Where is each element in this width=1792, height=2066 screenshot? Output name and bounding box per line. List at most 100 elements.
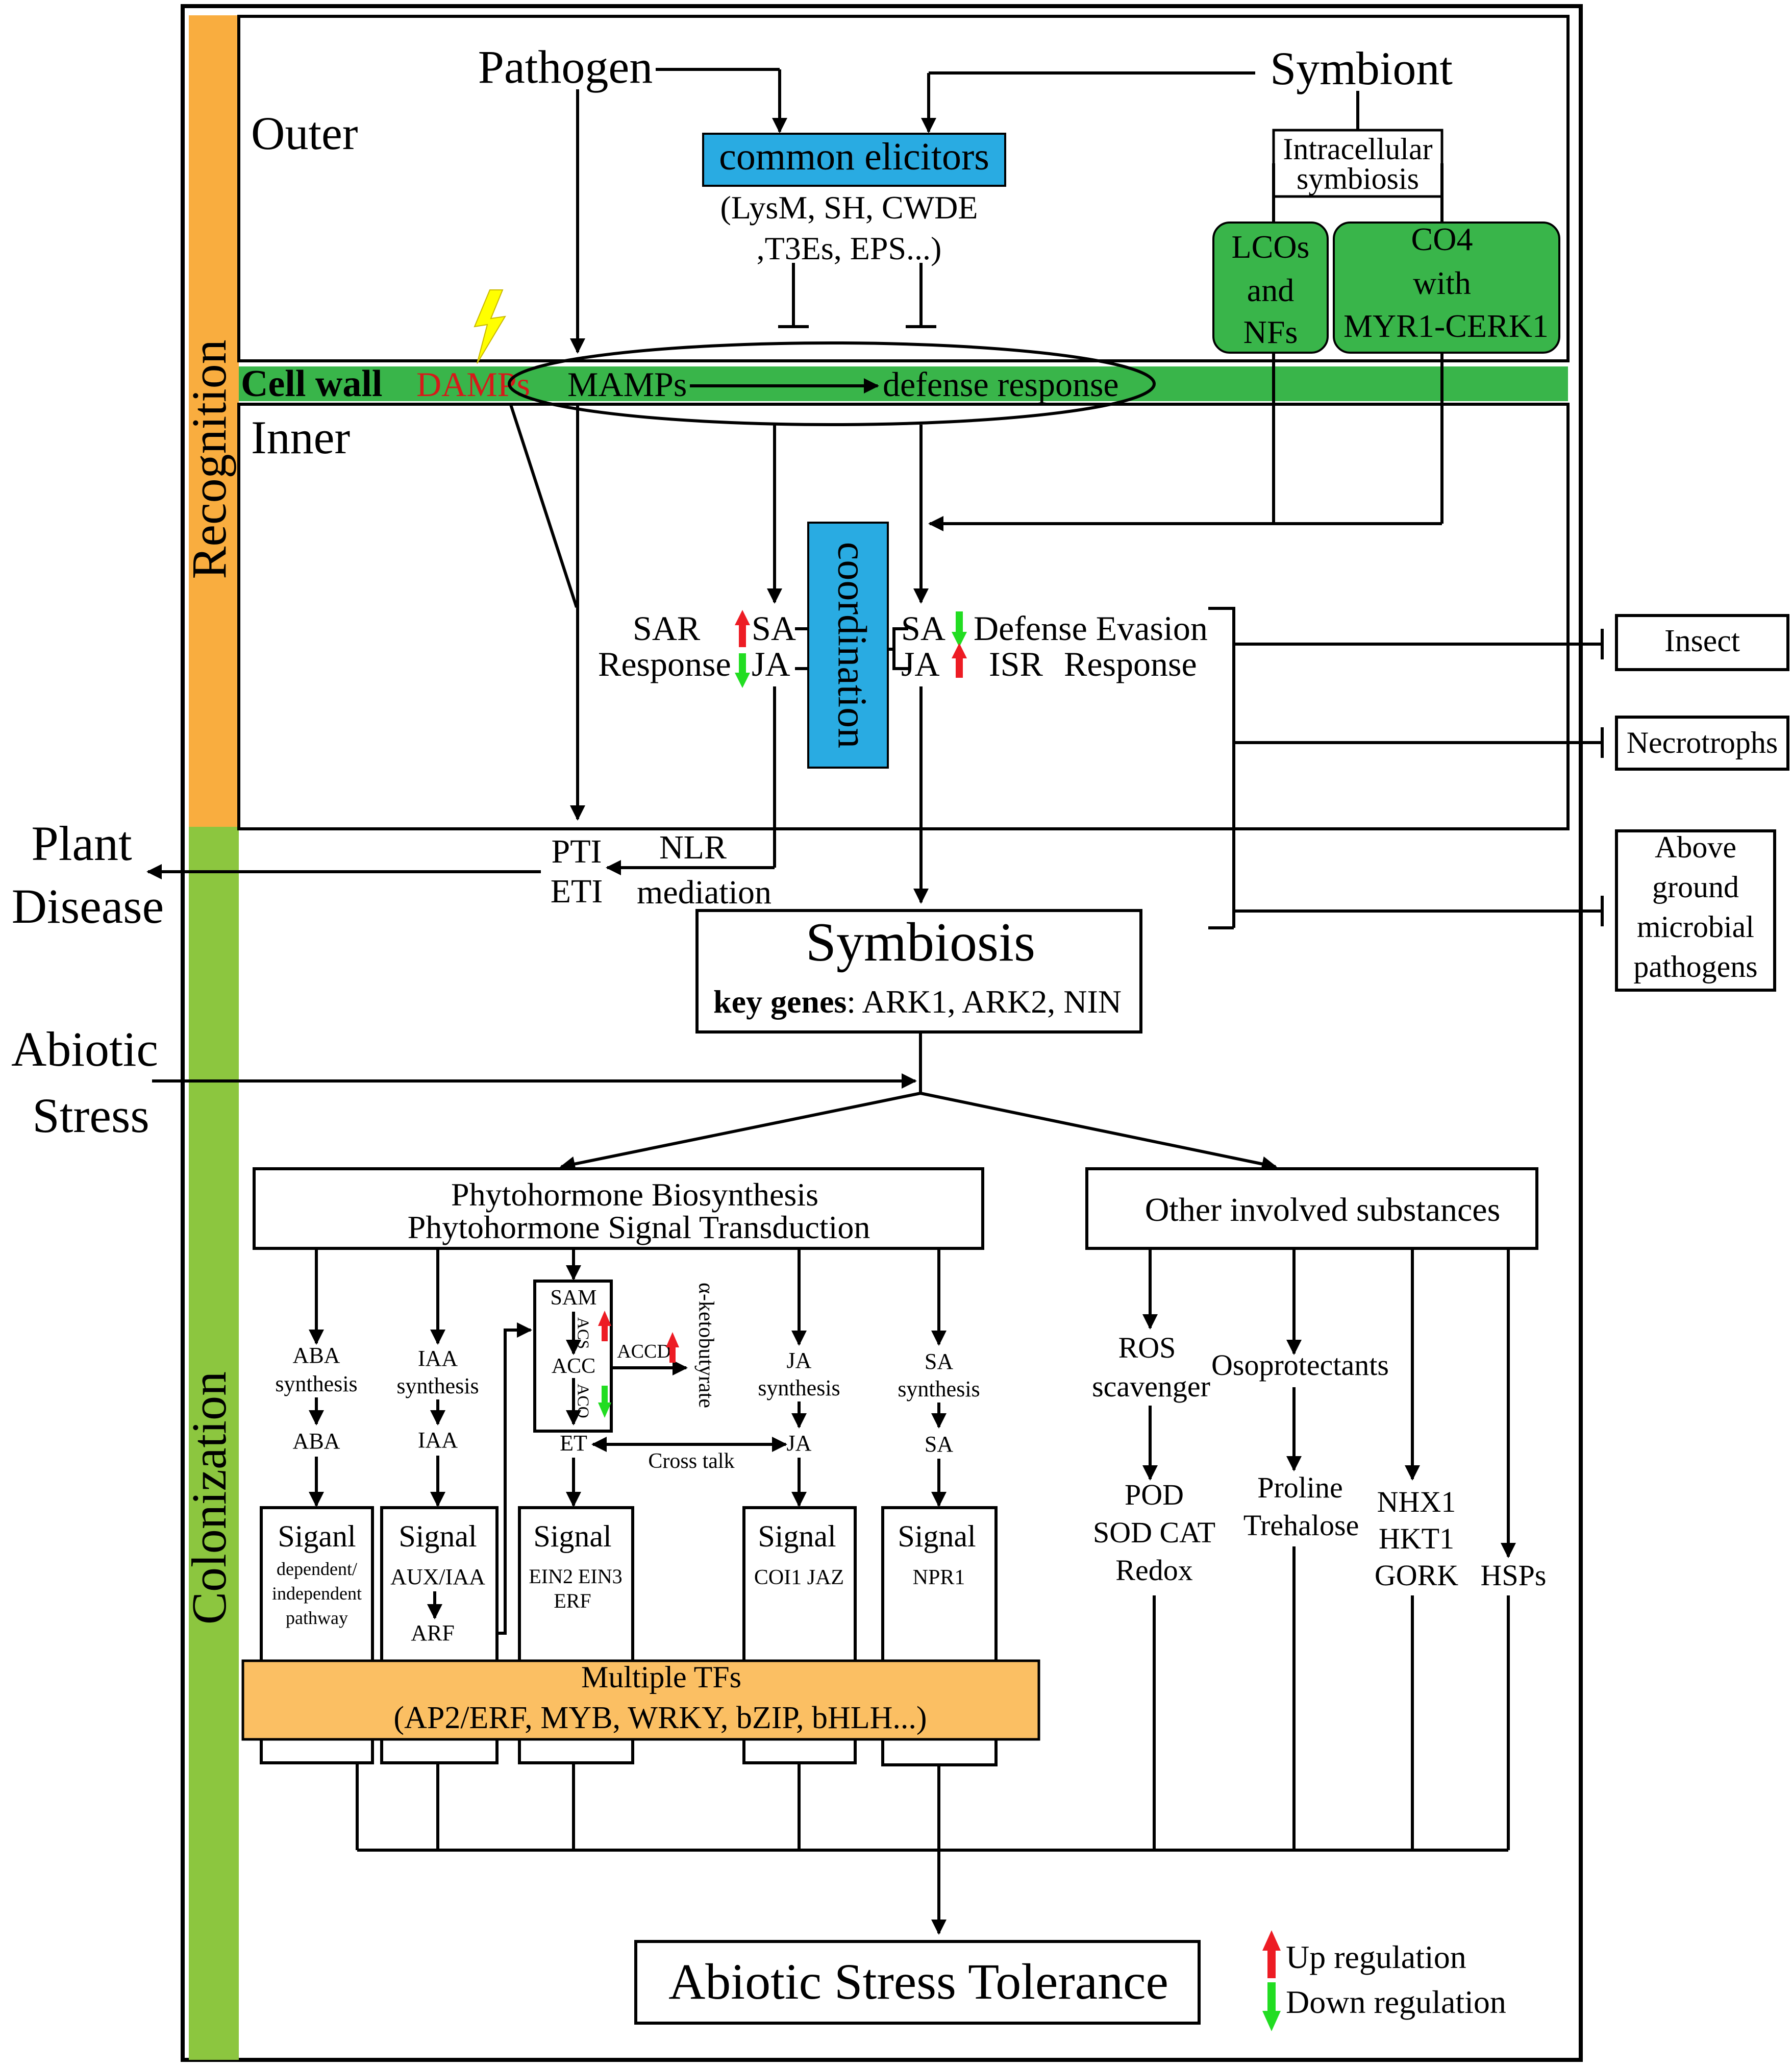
- accd-label: ACCD: [617, 1341, 671, 1362]
- up-arrow-icon: [666, 1332, 679, 1363]
- legend-down-label: Down regulation: [1286, 1984, 1506, 2020]
- insect-label: Insect: [1664, 624, 1740, 658]
- split-left: [560, 1092, 921, 1172]
- co4-label-2: with: [1413, 265, 1471, 301]
- defense-response-label: defense response: [883, 365, 1119, 404]
- signal-sa-1: NPR1: [913, 1566, 965, 1589]
- split-right: [920, 1092, 1277, 1172]
- isr-response-label: Response: [1064, 645, 1197, 683]
- tfs-line-1: Multiple TFs: [581, 1660, 741, 1694]
- down-arrow-icon: [598, 1386, 611, 1418]
- signal-aba-2: independent: [272, 1583, 362, 1604]
- inner-box: [237, 403, 1570, 830]
- legend-down-arrow-icon: [1262, 1982, 1281, 2031]
- ja-label: JA: [787, 1431, 812, 1456]
- hsps-label: HSPs: [1481, 1559, 1547, 1592]
- key-genes-list: : ARK1, ARK2, NIN: [847, 983, 1122, 1020]
- lcos-label-3: NFs: [1243, 314, 1298, 350]
- up-arrow-icon: [598, 1311, 611, 1341]
- above-ground-box: [1615, 829, 1776, 992]
- elicitor-list-1: (LysM, SH, CWDE: [720, 189, 978, 226]
- cross-talk-label: Cross talk: [648, 1449, 734, 1473]
- aba-synthesis-2: synthesis: [275, 1371, 357, 1396]
- et-label: ET: [560, 1431, 587, 1456]
- other-substances-box: [1085, 1167, 1538, 1250]
- symbiont-label: Symbiont: [1270, 42, 1453, 94]
- signal-et-2: ERF: [554, 1589, 591, 1612]
- aba-label: ABA: [293, 1429, 340, 1454]
- signal-iaa-2: ARF: [411, 1620, 455, 1645]
- pod-label: POD: [1125, 1478, 1184, 1511]
- mediation-label: mediation: [637, 874, 771, 911]
- elicitor-list-2: ,T3Es, EPS...): [757, 230, 942, 266]
- sa-synthesis-2: synthesis: [898, 1376, 980, 1401]
- stress-label: Stress: [32, 1088, 149, 1143]
- common-elicitors-label: common elicitors: [719, 135, 989, 178]
- cell-wall-label: Cell wall: [241, 363, 382, 405]
- iaa-label: IAA: [418, 1428, 458, 1453]
- mamps-label: MAMPs: [567, 365, 687, 404]
- ja-right-label: JA: [901, 645, 940, 683]
- signal-iaa-1: AUX/IAA: [390, 1564, 485, 1589]
- recognition-label: Recognition: [182, 339, 236, 579]
- phyto-line-1: Phytohormone Biosynthesis: [451, 1176, 818, 1213]
- colonization-band: [189, 827, 239, 2060]
- iaa-synthesis-2: synthesis: [396, 1373, 479, 1398]
- recognition-band: [189, 15, 239, 827]
- response-left-label: Response: [598, 645, 731, 683]
- symbiosis-title: Symbiosis: [806, 912, 1035, 973]
- tolerance-label: Abiotic Stress Tolerance: [668, 1953, 1168, 2010]
- ros-label-1: ROS: [1118, 1331, 1176, 1364]
- defense-bracket: [1208, 607, 1235, 928]
- legend-up-label: Up regulation: [1286, 1939, 1466, 1975]
- iaa-synthesis-1: IAA: [418, 1346, 458, 1371]
- down-arrow-icon: [952, 611, 967, 647]
- sa-synthesis-1: SA: [925, 1349, 953, 1374]
- down-arrow-icon: [735, 653, 750, 688]
- hkt1-label: HKT1: [1379, 1522, 1454, 1555]
- key-genes-text: key genes: ARK1, ARK2, NIN: [713, 983, 1122, 1020]
- coordination-box: [807, 522, 889, 769]
- eti-label: ETI: [551, 873, 603, 910]
- phytohormone-box: [253, 1167, 984, 1250]
- tolerance-box: [634, 1940, 1201, 2025]
- mamps-ellipse: [508, 341, 1156, 426]
- redox-label: Redox: [1115, 1554, 1192, 1587]
- sam-label: SAM: [550, 1286, 596, 1310]
- sar-label: SAR: [633, 609, 701, 648]
- signal-aba-title: Siganl: [278, 1519, 356, 1553]
- signal-et-title: Signal: [533, 1519, 611, 1553]
- other-substances-label: Other involved substances: [1145, 1191, 1501, 1228]
- tfs-box: [241, 1659, 1040, 1741]
- isr-label: ISR: [989, 645, 1043, 683]
- signal-ja-title: Signal: [758, 1519, 836, 1553]
- inner-label: Inner: [251, 411, 350, 463]
- plant-label: Plant: [31, 816, 132, 871]
- pathogen-label: Pathogen: [478, 41, 653, 93]
- disease-label: Disease: [12, 879, 164, 933]
- intracellular-label-2: symbiosis: [1297, 162, 1419, 195]
- cell-wall-band: [239, 366, 1568, 401]
- above-ground-label-3: microbial: [1637, 910, 1754, 944]
- above-ground-label-2: ground: [1652, 870, 1739, 904]
- aco-label: ACO: [575, 1384, 593, 1418]
- signal-aba-3: pathway: [286, 1608, 348, 1628]
- lcos-label-1: LCOs: [1232, 229, 1310, 265]
- lightning-icon: [474, 289, 506, 364]
- phyto-line-2: Phytohormone Signal Transduction: [408, 1209, 870, 1245]
- above-ground-label-1: Above: [1655, 830, 1736, 864]
- key-genes-label: key genes: [713, 983, 847, 1020]
- outer-box: [237, 15, 1570, 362]
- signal-et-1: EIN2 EIN3: [529, 1565, 622, 1588]
- osmo-label: Osoprotectants: [1211, 1348, 1389, 1382]
- coordination-label: coordination: [830, 542, 875, 748]
- signal-sa-title: Signal: [898, 1519, 976, 1553]
- up-arrow-icon: [952, 643, 967, 678]
- acs-label: ACS: [575, 1317, 593, 1349]
- insect-box: [1615, 614, 1789, 671]
- main-frame: [181, 4, 1583, 2062]
- co4-label-3: MYR1-CERK1: [1343, 308, 1549, 344]
- lcos-box: [1212, 222, 1329, 354]
- lcos-label-2: and: [1247, 272, 1294, 308]
